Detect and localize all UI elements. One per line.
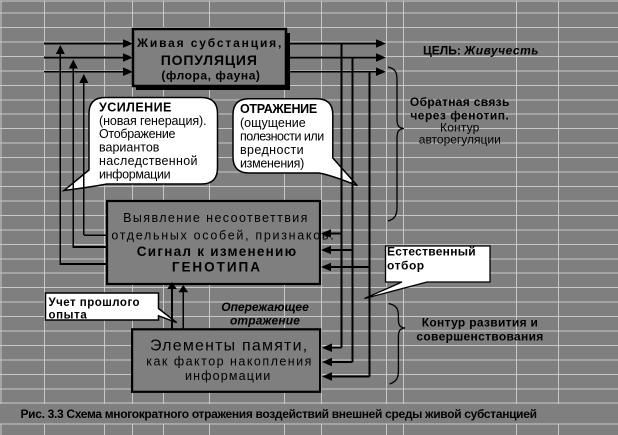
svg-text:Живая субстанция,: Живая субстанция, <box>136 36 283 50</box>
svg-text:Опережающее: Опережающее <box>221 300 309 314</box>
svg-text:Рис. 3.3 Схема многократного: Рис. 3.3 Схема многократного отражения в… <box>21 407 537 421</box>
svg-text:наследственной: наследственной <box>99 154 198 168</box>
svg-text:Естественный: Естественный <box>387 244 476 258</box>
svg-text:Контур развития и: Контур развития и <box>422 316 539 330</box>
svg-text:отдельных особей, признаков.: отдельных особей, признаков. <box>111 229 335 243</box>
svg-text:Элементы памяти,: Элементы памяти, <box>150 337 308 354</box>
svg-text:изменения): изменения) <box>240 157 304 171</box>
svg-text:отражение: отражение <box>230 314 300 328</box>
svg-text:информации: информации <box>185 369 271 383</box>
svg-text:ОТРАЖЕНИЕ: ОТРАЖЕНИЕ <box>240 102 317 116</box>
svg-text:ПОПУЛЯЦИЯ: ПОПУЛЯЦИЯ <box>161 52 258 68</box>
svg-text:опыта: опыта <box>49 309 88 321</box>
svg-text:через фенотип.: через фенотип. <box>410 109 509 123</box>
svg-text:информации: информации <box>99 167 171 181</box>
svg-text:ЦЕЛЬ: Живучесть: ЦЕЛЬ: Живучесть <box>423 44 539 58</box>
svg-text:Отображение: Отображение <box>99 127 176 141</box>
svg-text:вариантов: вариантов <box>99 141 160 155</box>
svg-text:Выявление несоответтвия: Выявление несоответтвия <box>123 211 309 225</box>
svg-text:Обратная связь: Обратная связь <box>410 95 510 109</box>
svg-text:авторегуляции: авторегуляции <box>419 132 501 146</box>
svg-text:Сигнал к изменению: Сигнал к изменению <box>137 244 298 259</box>
svg-text:УСИЛЕНИЕ: УСИЛЕНИЕ <box>99 101 172 115</box>
svg-text:Учет прошлого: Учет прошлого <box>49 297 141 309</box>
svg-text:Контур: Контур <box>440 121 480 135</box>
svg-text:совершенствования: совершенствования <box>416 330 543 344</box>
svg-text:вредности: вредности <box>240 143 304 157</box>
svg-text:отбор: отбор <box>387 258 425 272</box>
svg-text:полезности или: полезности или <box>240 129 324 143</box>
svg-text:как фактор накопления: как фактор накопления <box>146 355 313 369</box>
svg-text:(флора, фауна): (флора, фауна) <box>161 68 260 82</box>
svg-text:ГЕНОТИПА: ГЕНОТИПА <box>172 260 262 275</box>
svg-text:(новая генерация).: (новая генерация). <box>99 114 206 128</box>
svg-text:(ощущение: (ощущение <box>240 116 306 130</box>
